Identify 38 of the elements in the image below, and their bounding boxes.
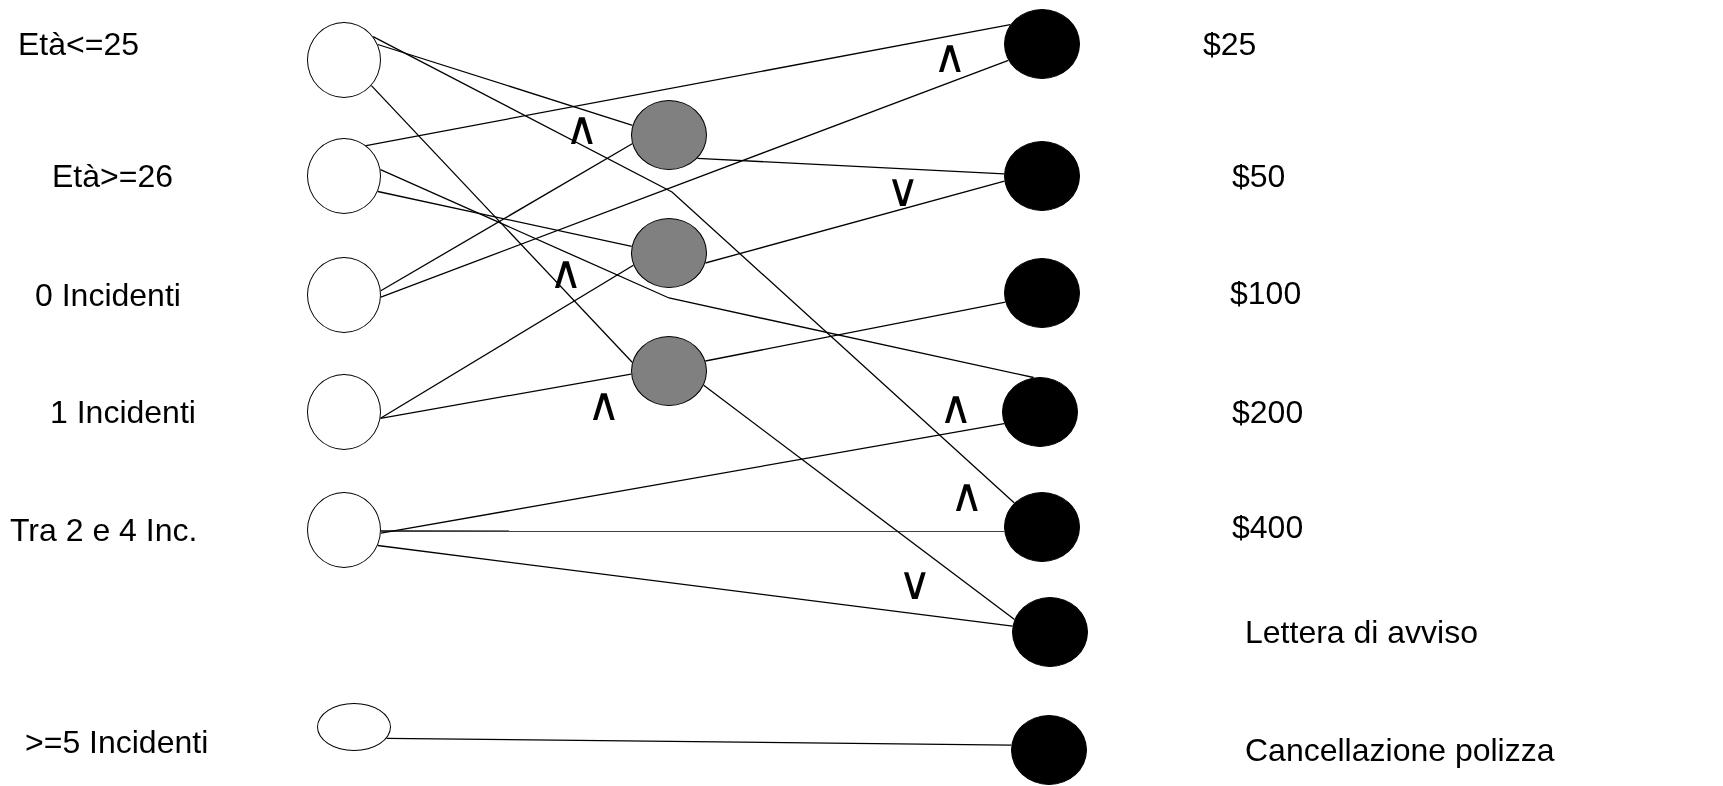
effect-label: $200 (1232, 396, 1304, 428)
effect-label: $25 (1203, 28, 1257, 60)
effect-label: $100 (1230, 277, 1302, 309)
connector-line (703, 384, 1016, 621)
connector-line (377, 190, 633, 248)
connector-line (696, 157, 1005, 175)
connector-line (380, 422, 1005, 534)
connector-line (704, 301, 1006, 362)
effect-label: Cancellazione polizza (1245, 734, 1555, 766)
connector-line (372, 35, 1016, 504)
connector-line (380, 143, 633, 292)
connector-line (380, 59, 1010, 298)
connector-line (380, 530, 1005, 532)
effect-label: $400 (1232, 511, 1304, 543)
connector-line (370, 84, 633, 363)
connector-line (377, 43, 634, 126)
connector-line (377, 544, 1014, 627)
connector-line (365, 23, 1011, 147)
cause-label: 0 Incidenti (35, 279, 181, 311)
cause-label: Età>=26 (52, 160, 173, 192)
logic-operator-symbol: ∨ (898, 560, 932, 606)
connector-line (704, 180, 1006, 264)
logic-operator-symbol: ∧ (939, 384, 973, 430)
cause-label: Età<=25 (18, 28, 139, 60)
connector-line (379, 373, 632, 419)
logic-operator-symbol: ∧ (950, 472, 984, 518)
effect-label: Lettera di avviso (1245, 616, 1478, 648)
connector-line (379, 264, 635, 419)
effect-label: $50 (1232, 160, 1286, 192)
logic-operator-symbol: ∧ (933, 33, 967, 79)
cause-label: 1 Incidenti (50, 396, 196, 428)
logic-operator-symbol: ∧ (565, 105, 599, 151)
logic-operator-symbol: ∨ (886, 167, 920, 213)
cause-label: Tra 2 e 4 Inc. (10, 514, 198, 546)
cause-label: >=5 Incidenti (25, 726, 209, 758)
logic-operator-symbol: ∧ (587, 381, 621, 427)
logic-operator-symbol: ∧ (549, 249, 583, 295)
intermediate-circle (631, 218, 707, 288)
